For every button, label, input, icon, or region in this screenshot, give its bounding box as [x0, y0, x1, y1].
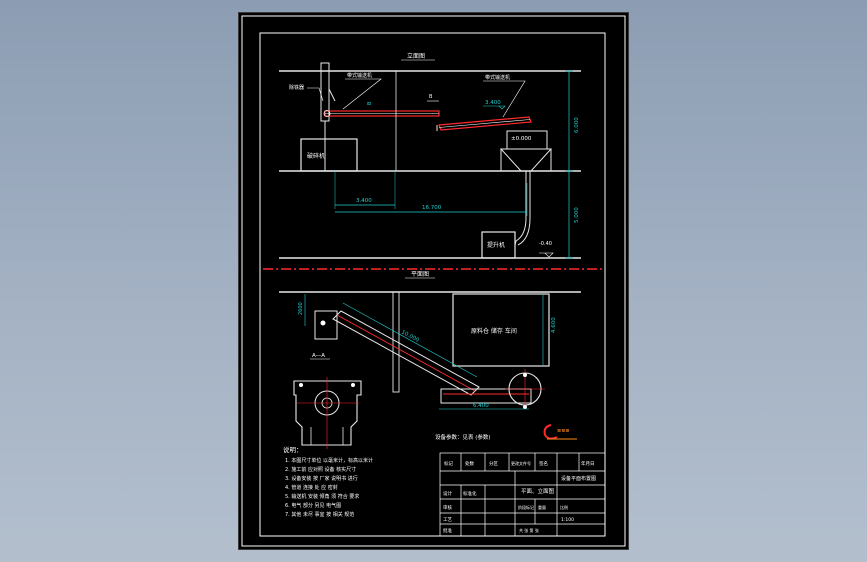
elev-bin-label: ±0.000: [511, 136, 532, 142]
pump-box: [481, 231, 516, 259]
elev-top-label: 3.400: [485, 100, 501, 106]
notes-list: 1. 本图尺寸单位 以毫米计，标高以米计 2. 施工前 应对照 设备 核实尺寸 …: [285, 457, 373, 518]
title-block: [439, 452, 606, 537]
bin-hopper: [499, 148, 553, 172]
leader-conveyor-2: [483, 80, 526, 118]
discharge-pipe-inner: [517, 171, 531, 246]
dim-10000-line: [342, 302, 478, 378]
dim-4600: 4.600: [551, 317, 557, 333]
company-logo: ≋≋≋: [543, 424, 577, 440]
upper-conveyor-head-pulley: [323, 110, 331, 117]
drawing-sheet: 立面图 破碎机 提升机 除铁器 带式输送机 带式输送机 3.400 ±0.000…: [238, 12, 629, 550]
building-footprint: [452, 293, 550, 367]
tb-stage-2: 比例: [560, 504, 568, 510]
tb-header-0: 标记: [444, 460, 453, 467]
pump-label: 提升机: [487, 241, 505, 249]
plan-hoist-bolt: [320, 320, 326, 326]
tb-drawing-name: 平面、立面图: [521, 487, 555, 495]
plan-conveyor-belt: [336, 314, 476, 392]
tb-project-name: 设备平面布置图: [561, 475, 596, 482]
crusher-box: [300, 138, 358, 172]
plan-column: [392, 291, 400, 393]
plan-bin-dot-top: [523, 373, 527, 377]
tb-label-process: 工艺: [443, 517, 452, 523]
plan-inclined-conveyor: [332, 310, 480, 396]
plan-lower-conveyor: [440, 388, 532, 404]
elev-top-mark: [483, 105, 506, 110]
dim-16700: 16.700: [422, 205, 442, 211]
conveyor-label-1: 带式输送机: [347, 72, 372, 79]
leader-iron-remover: [307, 87, 324, 102]
tb-label-design: 设计: [443, 490, 452, 497]
section-aa-label: A—A: [312, 353, 325, 359]
chute-line: [328, 88, 336, 102]
tb-stage-1: 重量: [538, 504, 546, 510]
section-aa-dot-2: [351, 383, 355, 387]
tb-header-1: 处数: [465, 460, 474, 467]
tb-label-review: 审核: [443, 504, 452, 511]
plan-title: 平面图: [411, 271, 429, 278]
conveyor-label-2: 带式输送机: [485, 74, 510, 81]
elev-ground-mark: [539, 252, 554, 258]
tb-sheet-info: 共 张 第 张: [519, 527, 539, 533]
notes-title: 说明：: [283, 445, 303, 454]
elev-ground-label: -0.40: [539, 241, 552, 247]
tb-header-4: 签名: [539, 460, 548, 467]
tb-scale: 1:100: [561, 517, 574, 523]
dim-10000: 10.000: [400, 329, 420, 344]
plan-bin-dot-bot: [523, 405, 527, 409]
tb-header-3: 更改文件号: [511, 460, 531, 466]
outer-frame: [241, 15, 626, 547]
vertical-dim-left: B: [367, 101, 373, 105]
svg-text:≋≋≋: ≋≋≋: [557, 428, 570, 434]
tb-label-standard: 标准化: [463, 490, 477, 497]
note-line: 7. 其他 未尽 事宜 按 相关 规范: [285, 511, 354, 518]
section-mark-elev: B: [429, 94, 433, 100]
tb-stage-0: 阶段标记: [518, 504, 534, 510]
inclined-conveyor-belt: [438, 119, 531, 128]
dim-3400: 3.400: [356, 198, 372, 204]
note-line: 4. 管道 连接 处 应 密封: [285, 484, 338, 491]
elevation-title: 立面图: [407, 52, 425, 60]
dim-right-lower: 5.000: [574, 207, 580, 223]
crusher-label: 破碎机: [307, 152, 325, 160]
cad-drawing: 立面图 破碎机 提升机 除铁器 带式输送机 带式输送机 3.400 ±0.000…: [241, 15, 626, 547]
section-aa-body: [293, 380, 362, 446]
discharge-pipe: [514, 171, 527, 246]
note-line: 6. 电气 部分 另见 电气图: [285, 502, 341, 509]
note-line: 5. 输送机 安装 倾角 须 符合 要求: [285, 493, 359, 500]
leader-conveyor-1: [342, 78, 382, 110]
tb-header-2: 分区: [489, 460, 498, 467]
building-label: 原料仓 储存 车间: [471, 327, 517, 335]
section-aa-dot-1: [299, 383, 303, 387]
dim-right-upper: 6.000: [574, 117, 580, 133]
tb-header-5: 年月日: [581, 460, 595, 467]
project-note: 设备参数：见表 (参数): [435, 433, 491, 441]
plan-hoist-box: [314, 310, 338, 340]
note-line: 1. 本图尺寸单位 以毫米计，标高以米计: [285, 457, 373, 464]
iron-remover-label: 除铁器: [289, 84, 304, 91]
note-line: 3. 设备安装 按 厂家 说明书 进行: [285, 475, 358, 482]
dim-2600: 2600: [298, 302, 304, 315]
dim-6400: 6.400: [473, 403, 489, 409]
tb-label-approve: 批准: [443, 527, 452, 534]
inner-frame: [259, 32, 606, 537]
inclined-conveyor: [438, 116, 532, 131]
note-line: 2. 施工前 应对照 设备 核实尺寸: [285, 466, 356, 473]
